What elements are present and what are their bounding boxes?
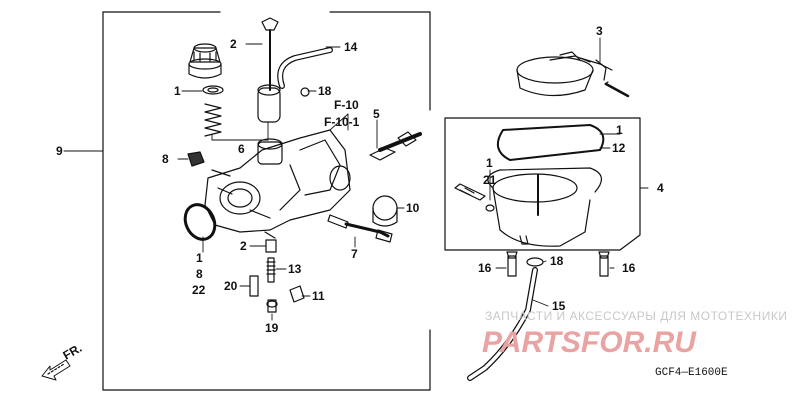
callout-3: 3 (596, 24, 603, 38)
watermark-logo: PARTSFOR.RU (482, 326, 697, 359)
float (372, 195, 398, 221)
callout-1-jet: 1 (486, 156, 493, 170)
callout-18-top: 18 (318, 84, 332, 98)
callout-4: 4 (657, 181, 664, 195)
callout-5: 5 (373, 107, 380, 121)
callout-8-oring: 8 (196, 267, 203, 281)
ref-f10-1: F-10-1 (324, 115, 360, 129)
callout-12: 12 (612, 141, 626, 155)
callout-19: 19 (265, 321, 279, 335)
choke-cap (188, 43, 222, 79)
callout-15: 15 (552, 299, 566, 313)
diagram-code: GCF4—E1600E (655, 367, 728, 379)
front-label: FR. (61, 341, 85, 363)
callout-2-jet: 2 (240, 239, 247, 253)
callout-16-right: 16 (622, 261, 636, 275)
callout-8-screw: 8 (162, 152, 169, 166)
float-chamber-frame (444, 117, 641, 251)
callout-6: 6 (238, 142, 245, 156)
callout-20: 20 (224, 279, 238, 293)
o-ring (183, 203, 217, 241)
carburetor-body (204, 129, 351, 239)
float-bowl (487, 167, 602, 247)
assembly-frame (102, 11, 431, 391)
callout-10: 10 (406, 201, 420, 215)
callout-1-gasket: 1 (616, 123, 623, 137)
spring (204, 103, 222, 137)
callout-11: 11 (312, 289, 325, 303)
watermark-tagline: ЗАПЧАСТИ И АКСЕССУАРЫ ДЛЯ МОТОТЕХНИКИ (485, 309, 787, 323)
callout-9: 9 (56, 144, 63, 158)
callout-14: 14 (344, 40, 358, 54)
drain-hose (467, 267, 538, 381)
callout-18-bottom: 18 (550, 254, 564, 268)
ref-f10: F-10 (334, 98, 359, 112)
callout-1-oring: 1 (196, 251, 203, 265)
throttle-stop-screw (327, 214, 349, 229)
washer (202, 85, 224, 95)
throttle-valve (257, 87, 281, 123)
callout-1-washer: 1 (174, 84, 181, 98)
callout-7: 7 (351, 247, 358, 261)
callout-16-left: 16 (478, 261, 492, 275)
callout-13: 13 (288, 262, 302, 276)
callouts: 9 2 14 1 18 F-10 F-10-1 5 6 8 10 1 8 22 … (56, 24, 664, 335)
bowl-gasket (496, 124, 605, 161)
callout-21: 21 (483, 173, 497, 187)
callout-22: 22 (192, 283, 206, 297)
front-arrow (41, 359, 71, 381)
callout-2-top: 2 (230, 37, 237, 51)
